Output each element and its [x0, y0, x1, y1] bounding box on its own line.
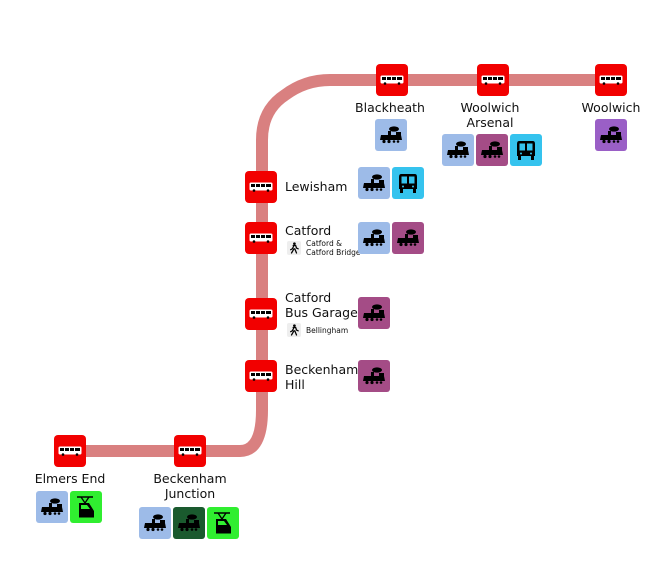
stop-catford[interactable] — [245, 222, 277, 254]
label-line: Beckenham — [153, 471, 227, 486]
bus-icon — [58, 446, 82, 456]
label-line: Catford — [285, 290, 332, 305]
stop-label-catford: Catford — [285, 223, 332, 238]
walk-text-line: Catford & — [306, 239, 342, 248]
national-rail-icon[interactable] — [36, 491, 68, 523]
modes-lewisham — [358, 167, 424, 199]
overground-rail-icon[interactable] — [392, 222, 424, 254]
stop-label-beckenham-hill: Beckenham Hill — [285, 362, 358, 392]
label-line: Junction — [164, 486, 216, 501]
stop-label-elmers-end: Elmers End — [34, 471, 106, 486]
dlr-icon[interactable] — [510, 134, 542, 166]
stop-beckenham-hill[interactable] — [245, 360, 277, 392]
label-line: Bus Garage — [285, 305, 358, 320]
overground-rail-icon[interactable] — [476, 134, 508, 166]
stop-beckenham-junction[interactable] — [174, 435, 206, 467]
stop-woolwich-arsenal[interactable] — [477, 64, 509, 96]
bus-icon — [249, 233, 273, 243]
stop-label-woolwich-arsenal: Woolwich Arsenal — [461, 100, 520, 130]
walk-text-line: Catford Bridge — [306, 248, 361, 257]
modes-blackheath — [375, 119, 407, 151]
stop-lewisham[interactable] — [245, 171, 277, 203]
walking-person-icon — [287, 323, 301, 337]
national-rail-icon[interactable] — [358, 222, 390, 254]
label-line: Hill — [285, 377, 305, 392]
stop-label-woolwich: Woolwich — [581, 100, 641, 115]
southern-rail-icon[interactable] — [173, 507, 205, 539]
overground-rail-icon[interactable] — [358, 297, 390, 329]
label-line: Arsenal — [466, 115, 514, 130]
walk-interchange-bellingham: Bellingham — [287, 323, 348, 337]
dlr-icon[interactable] — [392, 167, 424, 199]
modes-woolwich — [595, 119, 627, 151]
tram-icon[interactable] — [207, 507, 239, 539]
walk-text: Bellingham — [306, 325, 349, 335]
elizabeth-line-icon[interactable] — [595, 119, 627, 151]
walking-person-icon — [287, 241, 301, 255]
modes-catford-bus-garage — [358, 297, 390, 329]
bus-icon — [380, 75, 404, 85]
walk-text: Catford & Catford Bridge — [306, 239, 361, 257]
bus-icon — [249, 182, 273, 192]
tram-icon[interactable] — [70, 491, 102, 523]
national-rail-icon[interactable] — [442, 134, 474, 166]
bus-icon — [178, 446, 202, 456]
bus-icon — [599, 75, 623, 85]
overground-rail-icon[interactable] — [358, 360, 390, 392]
modes-elmers-end — [36, 491, 102, 523]
bus-icon — [249, 309, 273, 319]
label-line: Woolwich — [460, 100, 520, 115]
stop-label-beckenham-junction: Beckenham Junction — [153, 471, 226, 501]
stop-blackheath[interactable] — [376, 64, 408, 96]
stop-label-blackheath: Blackheath — [355, 100, 425, 115]
bus-icon — [481, 75, 505, 85]
national-rail-icon[interactable] — [375, 119, 407, 151]
modes-woolwich-arsenal — [442, 134, 542, 166]
national-rail-icon[interactable] — [139, 507, 171, 539]
modes-beckenham-hill — [358, 360, 390, 392]
walk-interchange-catford: Catford & Catford Bridge — [287, 239, 361, 257]
modes-catford — [358, 222, 424, 254]
national-rail-icon[interactable] — [358, 167, 390, 199]
stop-woolwich[interactable] — [595, 64, 627, 96]
bus-icon — [249, 371, 273, 381]
label-line: Beckenham — [285, 362, 359, 377]
stop-label-lewisham: Lewisham — [285, 179, 348, 194]
modes-beckenham-junction — [139, 507, 239, 539]
stop-catford-bus-garage[interactable] — [245, 298, 277, 330]
stop-label-catford-bus-garage: Catford Bus Garage — [285, 290, 358, 320]
stop-elmers-end[interactable] — [54, 435, 86, 467]
